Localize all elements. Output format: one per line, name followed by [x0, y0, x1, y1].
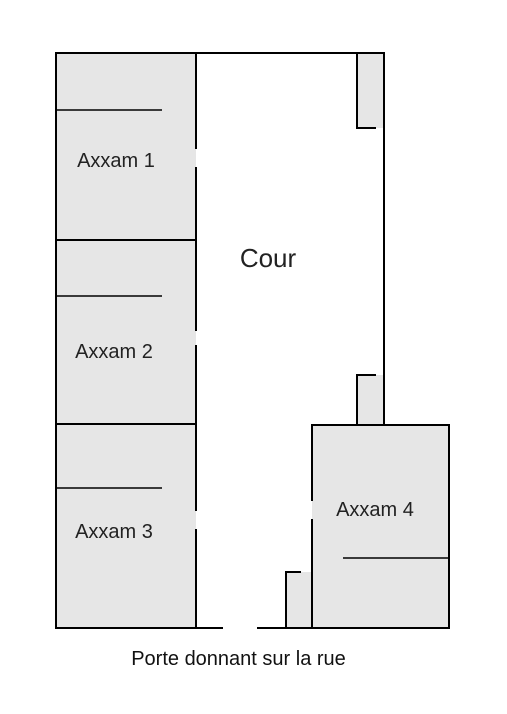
- cour-label: Cour: [240, 243, 297, 273]
- axxam2-label: Axxam 2: [75, 341, 153, 363]
- axxam3-label: Axxam 3: [75, 521, 153, 543]
- street-door-caption: Porte donnant sur la rue: [131, 648, 346, 670]
- axxam1-label: Axxam 1: [77, 150, 155, 172]
- axxam4-fill: [312, 425, 449, 628]
- top-right-annex: [357, 53, 384, 128]
- left-building-fill: [56, 53, 196, 628]
- axxam4-label: Axxam 4: [336, 499, 414, 521]
- middle-right-annex: [357, 375, 384, 425]
- bottom-annex: [286, 572, 312, 628]
